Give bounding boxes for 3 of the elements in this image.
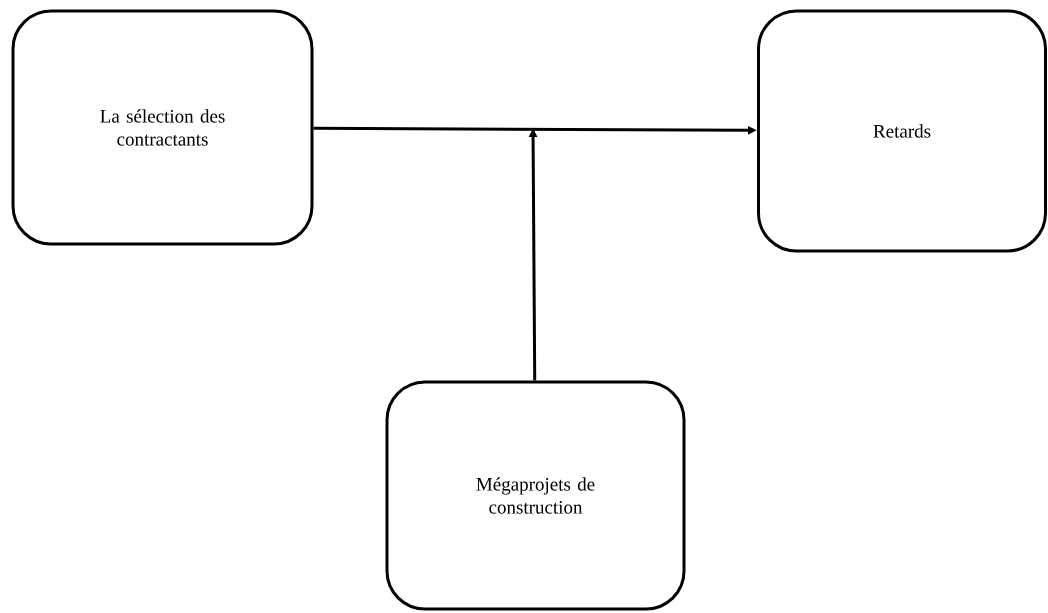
process-box: Mégaprojets de construction bbox=[385, 380, 686, 611]
process-box: La sélection des contractants bbox=[11, 9, 314, 246]
process-box: Retards bbox=[757, 9, 1047, 253]
